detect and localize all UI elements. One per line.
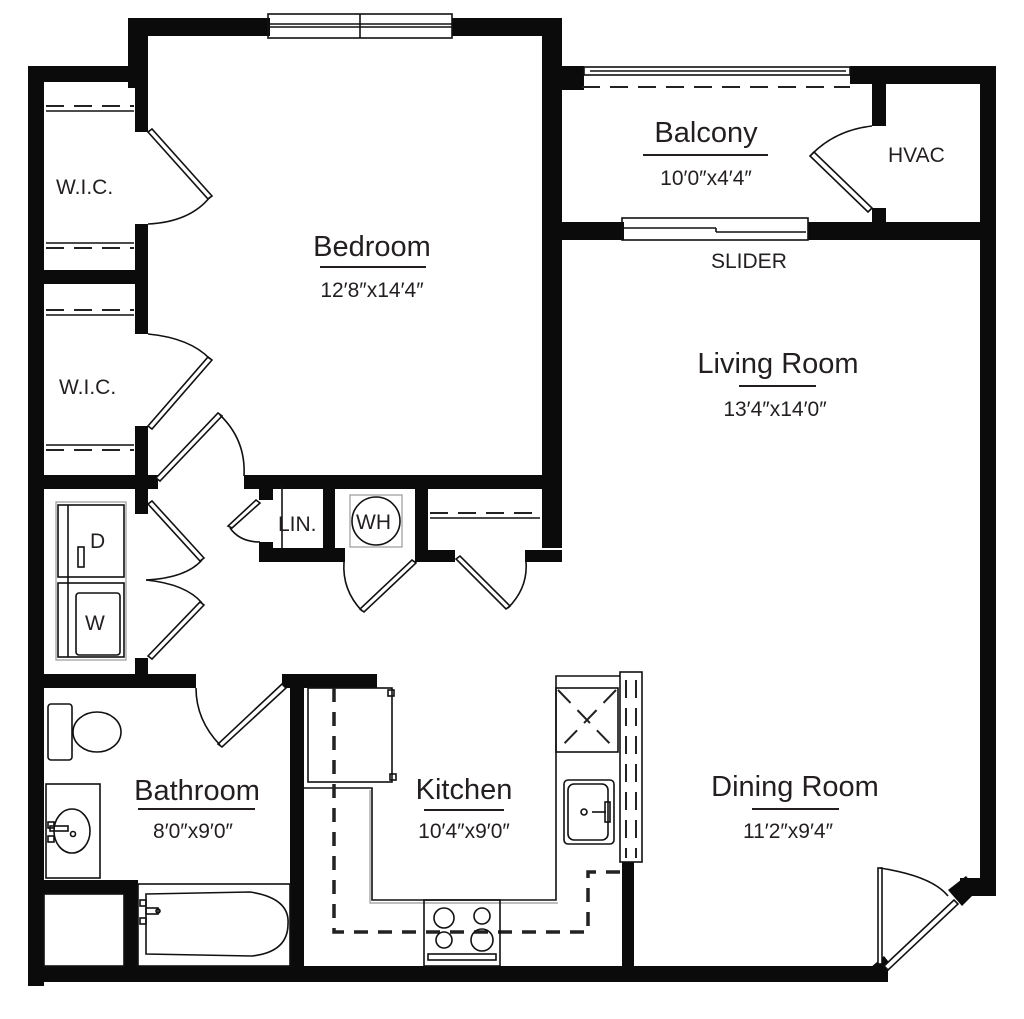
linen-label: LIN. <box>278 513 317 536</box>
toilet <box>47 703 122 761</box>
room-dining: Dining Room 11′2″x9′4″ <box>711 771 879 843</box>
room-labels: Bedroom 12′8″x14′4″ Balcony 10′0″x4′4″ L… <box>56 117 945 843</box>
closet-shelves <box>46 86 850 519</box>
bathtub <box>137 883 291 967</box>
windows <box>267 13 851 76</box>
dryer-label: D <box>90 530 105 553</box>
wic-upper-label: W.I.C. <box>56 176 113 199</box>
room-dimensions-bathroom: 8′0″x9′0″ <box>153 820 234 843</box>
room-name-bathroom: Bathroom <box>134 775 260 807</box>
room-living: Living Room 13′4″x14′0″ <box>697 348 858 421</box>
linen-closet-bath <box>43 893 125 967</box>
room-dimensions-kitchen: 10′4″x9′0″ <box>418 820 510 843</box>
washer-dryer: D W <box>55 501 127 661</box>
slider-label: SLIDER <box>711 250 787 273</box>
room-name-bedroom: Bedroom <box>313 231 431 263</box>
room-dimensions-balcony: 10′0″x4′4″ <box>660 167 752 190</box>
room-bathroom: Bathroom 8′0″x9′0″ <box>134 775 260 843</box>
room-bedroom: Bedroom 12′8″x14′4″ <box>313 231 431 302</box>
wic-lower-label: W.I.C. <box>59 376 116 399</box>
kitchen-fixtures <box>304 671 643 967</box>
room-name-dining-room: Dining Room <box>711 771 879 803</box>
room-dimensions-living-room: 13′4″x14′0″ <box>723 398 827 421</box>
room-dimensions-dining-room: 11′2″x9′4″ <box>743 820 834 843</box>
hvac-label: HVAC <box>888 144 945 167</box>
room-name-living-room: Living Room <box>697 348 858 380</box>
water-heater: WH <box>349 494 403 548</box>
doors <box>145 125 960 972</box>
room-balcony: Balcony 10′0″x4′4″ <box>643 117 768 190</box>
room-name-balcony: Balcony <box>654 117 758 149</box>
room-dimensions-bedroom: 12′8″x14′4″ <box>320 279 424 302</box>
water-heater-label: WH <box>356 511 391 534</box>
bathroom-sink <box>45 783 101 879</box>
slider-door <box>621 217 809 241</box>
room-kitchen: Kitchen 10′4″x9′0″ <box>416 774 513 843</box>
washer-label: W <box>85 612 105 635</box>
walls <box>28 18 996 986</box>
room-name-kitchen: Kitchen <box>416 774 513 806</box>
